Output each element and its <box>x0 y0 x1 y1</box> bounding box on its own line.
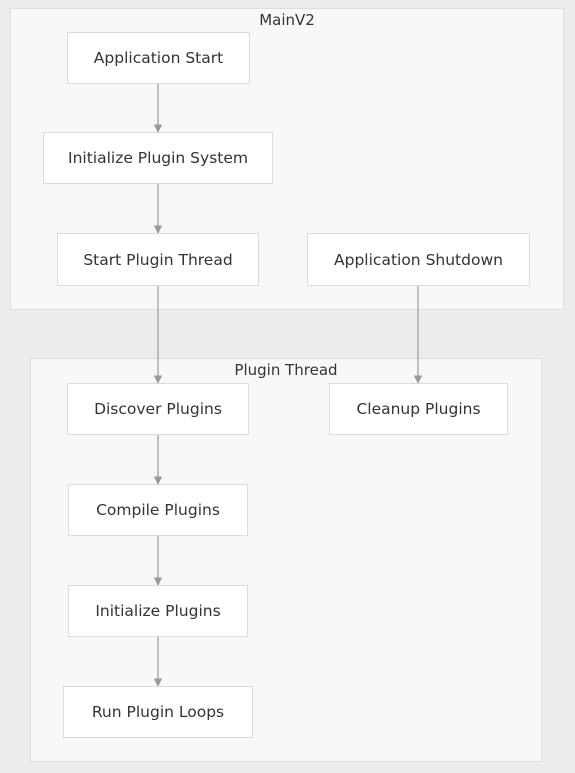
node-compile-plugins: Compile Plugins <box>68 484 248 536</box>
node-application-shutdown: Application Shutdown <box>307 233 530 286</box>
node-cleanup-plugins: Cleanup Plugins <box>329 383 508 435</box>
node-initialize-plugins: Initialize Plugins <box>68 585 248 637</box>
node-application-start: Application Start <box>67 32 250 84</box>
cluster-plugin-thread-label: Plugin Thread <box>234 361 338 379</box>
node-initialize-plugin-system: Initialize Plugin System <box>43 132 273 184</box>
node-run-plugin-loops: Run Plugin Loops <box>63 686 253 738</box>
cluster-mainv2-label: MainV2 <box>259 11 315 29</box>
node-discover-plugins: Discover Plugins <box>67 383 249 435</box>
node-start-plugin-thread: Start Plugin Thread <box>57 233 259 286</box>
